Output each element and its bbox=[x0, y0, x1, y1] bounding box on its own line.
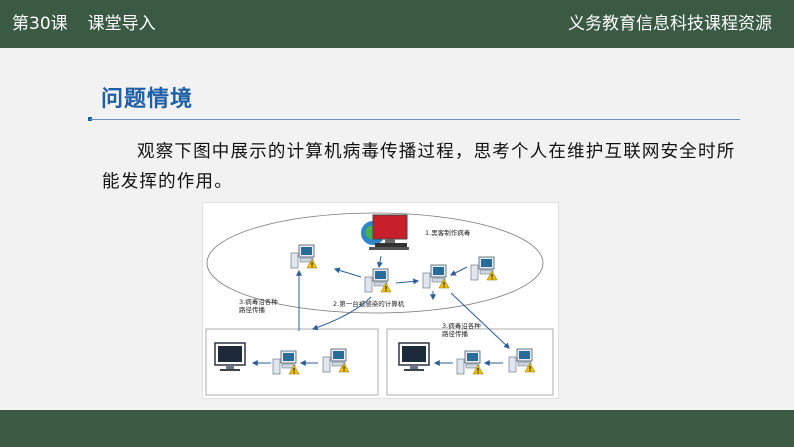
infection-zone-ellipse bbox=[206, 212, 544, 314]
left-network-box bbox=[205, 328, 379, 396]
hacker-label: 1.黑客制作病毒 bbox=[425, 228, 471, 237]
infected-computer-icon bbox=[423, 265, 449, 288]
infected-computer-icon bbox=[291, 245, 317, 268]
infected-computer-icon bbox=[323, 349, 349, 372]
question-paragraph: 观察下图中展示的计算机病毒传播过程，思考个人在维护互联网安全时所能发挥的作用。 bbox=[102, 142, 736, 192]
right-network-box bbox=[386, 328, 554, 396]
left-spread-label: 3.病毒沿各种 路径传播 bbox=[239, 297, 280, 314]
infected-computer-icon bbox=[471, 257, 497, 280]
footer-bar bbox=[0, 410, 794, 447]
infected-computer-icon bbox=[457, 351, 483, 374]
monitor-icon bbox=[398, 342, 430, 372]
section-name: 课堂导入 bbox=[87, 14, 156, 34]
monitor-icon bbox=[214, 342, 246, 372]
title-divider bbox=[90, 119, 740, 120]
lesson-header: 第30课课堂导入 bbox=[12, 13, 156, 35]
infected-computer-icon bbox=[273, 351, 299, 374]
infected-computer-icon bbox=[509, 349, 535, 372]
right-spread-label: 3.病毒沿各种 路径传播 bbox=[442, 321, 483, 338]
top-bar: 第30课课堂导入 义务教育信息科技课程资源 bbox=[0, 0, 794, 48]
first-infected-computer-icon bbox=[365, 269, 391, 292]
lesson-number: 第30课 bbox=[12, 14, 68, 34]
virus-spread-diagram: 1.黑客制作病毒 2.第一台被感染的计算机 3.病毒沿各种 路径传播 3.病毒沿… bbox=[202, 202, 559, 399]
first-infected-label: 2.第一台被感染的计算机 bbox=[333, 299, 405, 308]
section-title: 问题情境 bbox=[101, 87, 194, 112]
hacker-computer-icon bbox=[361, 214, 409, 250]
virus-spread-svg: 1.黑客制作病毒 2.第一台被感染的计算机 3.病毒沿各种 路径传播 3.病毒沿… bbox=[205, 212, 554, 396]
resource-title: 义务教育信息科技课程资源 bbox=[568, 14, 772, 34]
